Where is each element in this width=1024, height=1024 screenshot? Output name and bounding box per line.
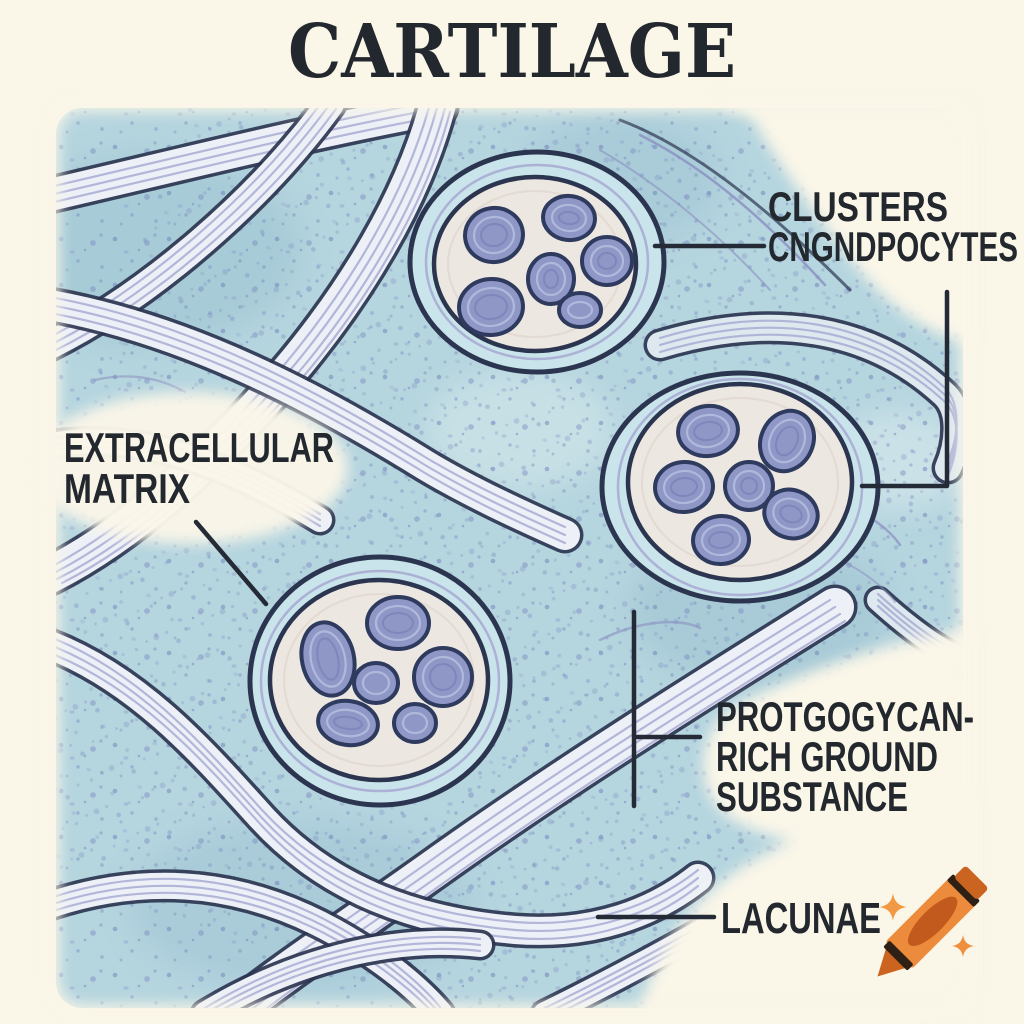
- collagen-fiber: [56, 108, 442, 197]
- chondrocyte-cell: [526, 252, 576, 306]
- sketch-lines: [93, 118, 902, 642]
- collagen-fiber: [56, 877, 442, 1008]
- leader-lines: [193, 243, 950, 920]
- collagen-fiber: [56, 295, 567, 529]
- page-title: CARTILAGE: [288, 9, 736, 95]
- label-lacunae: LACUNAE: [721, 894, 881, 943]
- chondrocyte-cell: [691, 513, 751, 567]
- collagen-fiber: [56, 311, 567, 545]
- chondrocyte-cell: [352, 661, 400, 705]
- chondrocyte-cell: [557, 291, 603, 329]
- leader-ground-substance: [631, 609, 703, 809]
- chondrocyte-cell: [299, 620, 357, 698]
- chondrocyte-cluster-top: [407, 149, 667, 375]
- collagen-fiber: [203, 935, 482, 1008]
- label-clearings: [32, 100, 978, 1018]
- collagen-fiber: [658, 333, 958, 477]
- label-proteoglycan-line1: PROTGOGYCAN-: [716, 693, 974, 740]
- soft-edge: [44, 96, 975, 1020]
- label-clusters-line2: CNGNDPOCYTES: [768, 223, 1018, 270]
- collagen-fiber: [56, 635, 700, 924]
- chondrocyte-cell: [541, 193, 597, 243]
- collagen-fiber: [203, 941, 482, 1008]
- crayon-icon: [877, 866, 988, 977]
- chondrocyte-cluster-right: [599, 370, 881, 604]
- collagen-fiber: [56, 643, 700, 932]
- collagen-fiber: [56, 884, 442, 1008]
- chondrocyte-cell: [392, 702, 438, 744]
- collagen-fiber: [56, 891, 442, 1008]
- leader-clusters-vertical: [859, 289, 950, 489]
- collagen-fiber: [56, 651, 700, 940]
- label-extracellular-line1: EXTRACELLULAR: [64, 424, 334, 471]
- chondrocyte-cell: [758, 408, 816, 474]
- annotation-labels: CLUSTERS CNGNDPOCYTES EXTRACELLULAR MATR…: [64, 183, 1018, 943]
- collagen-fiber: [56, 303, 567, 537]
- label-proteoglycan-line3: SUBSTANCE: [716, 773, 908, 820]
- chondrocyte-clusters: [247, 149, 881, 808]
- leader-extracellular-matrix: [193, 519, 269, 607]
- collagen-fiber: [56, 114, 442, 205]
- chondrocyte-cell: [723, 460, 775, 512]
- chondrocyte-cluster-bottom-left: [247, 554, 513, 808]
- label-extracellular-line2: MATRIX: [64, 465, 190, 512]
- collagen-fiber: [203, 947, 482, 1008]
- chondrocyte-cell: [580, 235, 634, 287]
- label-clusters-line1: CLUSTERS: [768, 183, 948, 230]
- label-proteoglycan-line2: RICH GROUND: [716, 733, 938, 780]
